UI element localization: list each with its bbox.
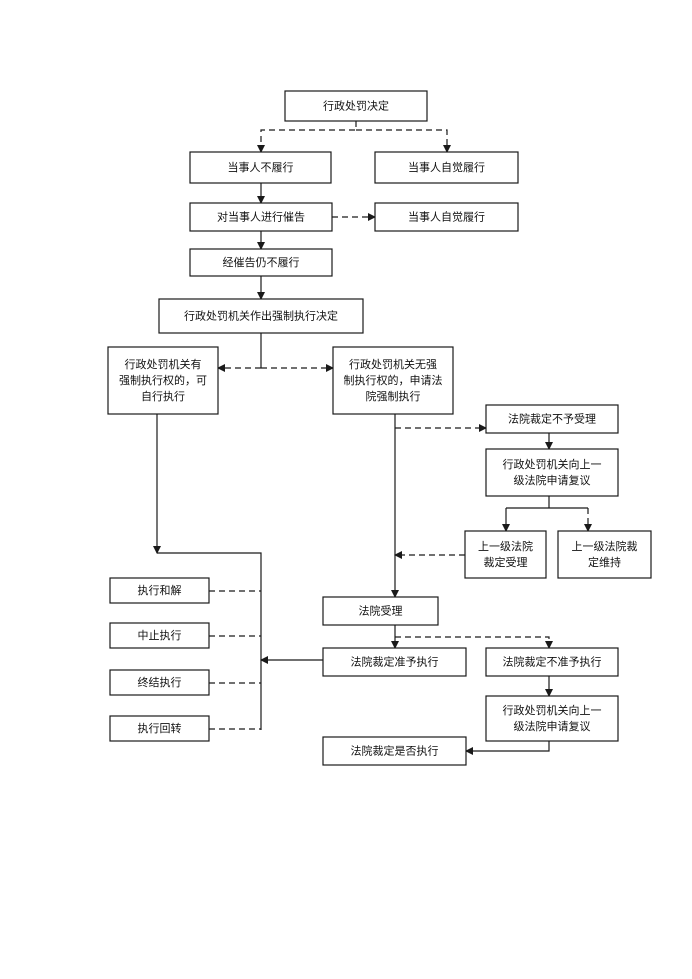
node-box — [374, 202, 519, 232]
node-n18: 法院受理 — [322, 596, 439, 626]
node-n1: 行政处罚决定 — [284, 90, 428, 122]
node-box — [189, 248, 333, 277]
node-box — [107, 346, 219, 415]
node-label: 级法院申请复议 — [514, 473, 591, 487]
node-box — [485, 695, 619, 742]
nodes: 行政处罚决定当事人不履行当事人自觉履行对当事人进行催告当事人自觉履行经催告仍不履… — [107, 90, 652, 766]
connector-2 — [356, 129, 451, 153]
node-label: 行政处罚机关向上一 — [503, 703, 602, 717]
node-box — [322, 736, 467, 766]
node-box — [189, 151, 332, 184]
node-n4: 对当事人进行催告 — [189, 202, 333, 232]
node-label: 当事人不履行 — [228, 160, 294, 174]
node-label: 经催告仍不履行 — [223, 255, 300, 269]
node-box — [109, 669, 210, 696]
node-label: 终结执行 — [138, 675, 182, 689]
node-label: 执行和解 — [138, 583, 182, 597]
node-label: 法院裁定不予受理 — [508, 412, 596, 426]
node-n15: 中止执行 — [109, 622, 210, 649]
node-box — [284, 90, 428, 122]
node-box — [485, 404, 619, 434]
node-n3: 当事人自觉履行 — [374, 151, 519, 184]
node-box — [322, 647, 467, 677]
node-label: 行政处罚机关向上一 — [503, 457, 602, 471]
node-box — [332, 346, 454, 415]
node-box — [109, 715, 210, 742]
node-box — [158, 298, 364, 334]
node-box — [374, 151, 519, 184]
node-box — [109, 577, 210, 604]
node-n16: 终结执行 — [109, 669, 210, 696]
node-n2: 当事人不履行 — [189, 151, 332, 184]
edges — [153, 121, 592, 755]
connector-1 — [257, 121, 357, 153]
node-label: 法院裁定是否执行 — [351, 744, 439, 758]
node-box — [485, 448, 619, 497]
node-box — [464, 530, 547, 579]
node-n14: 执行和解 — [109, 577, 210, 604]
node-n22: 法院裁定是否执行 — [322, 736, 467, 766]
connector-25 — [395, 636, 553, 649]
node-n20: 法院裁定不准予执行 — [485, 647, 619, 677]
node-label: 当事人自觉履行 — [408, 160, 485, 174]
node-label: 上一级法院裁 — [572, 539, 638, 553]
node-label: 自行执行 — [141, 389, 185, 403]
node-n17: 执行回转 — [109, 715, 210, 742]
node-box — [557, 530, 652, 579]
node-label: 上一级法院 — [478, 539, 533, 553]
node-box — [189, 202, 333, 232]
node-n10: 法院裁定不予受理 — [485, 404, 619, 434]
node-label: 执行回转 — [138, 721, 182, 735]
node-label: 行政处罚机关作出强制执行决定 — [184, 309, 338, 323]
node-box — [485, 647, 619, 677]
node-label: 中止执行 — [138, 628, 182, 642]
node-label: 制执行权的，申请法 — [344, 373, 443, 387]
node-label: 行政处罚机关有 — [125, 357, 202, 371]
connector-11 — [157, 552, 262, 730]
node-box — [109, 622, 210, 649]
node-label: 级法院申请复议 — [514, 719, 591, 733]
node-label: 行政处罚机关无强 — [349, 357, 437, 371]
node-n6: 经催告仍不履行 — [189, 248, 333, 277]
node-n7: 行政处罚机关作出强制执行决定 — [158, 298, 364, 334]
node-label: 强制执行权的，可 — [119, 373, 207, 387]
node-box — [322, 596, 439, 626]
node-label: 行政处罚决定 — [323, 99, 389, 113]
node-label: 当事人自觉履行 — [408, 210, 485, 224]
node-label: 裁定受理 — [484, 555, 528, 569]
node-label: 定维持 — [588, 555, 621, 569]
node-label: 对当事人进行催告 — [217, 210, 305, 224]
node-n5: 当事人自觉履行 — [374, 202, 519, 232]
connector-28 — [465, 741, 550, 755]
node-label: 院强制执行 — [366, 389, 421, 403]
node-label: 法院裁定准予执行 — [351, 655, 439, 669]
node-n19: 法院裁定准予执行 — [322, 647, 467, 677]
node-label: 法院受理 — [359, 604, 403, 618]
node-label: 法院裁定不准予执行 — [503, 655, 602, 669]
